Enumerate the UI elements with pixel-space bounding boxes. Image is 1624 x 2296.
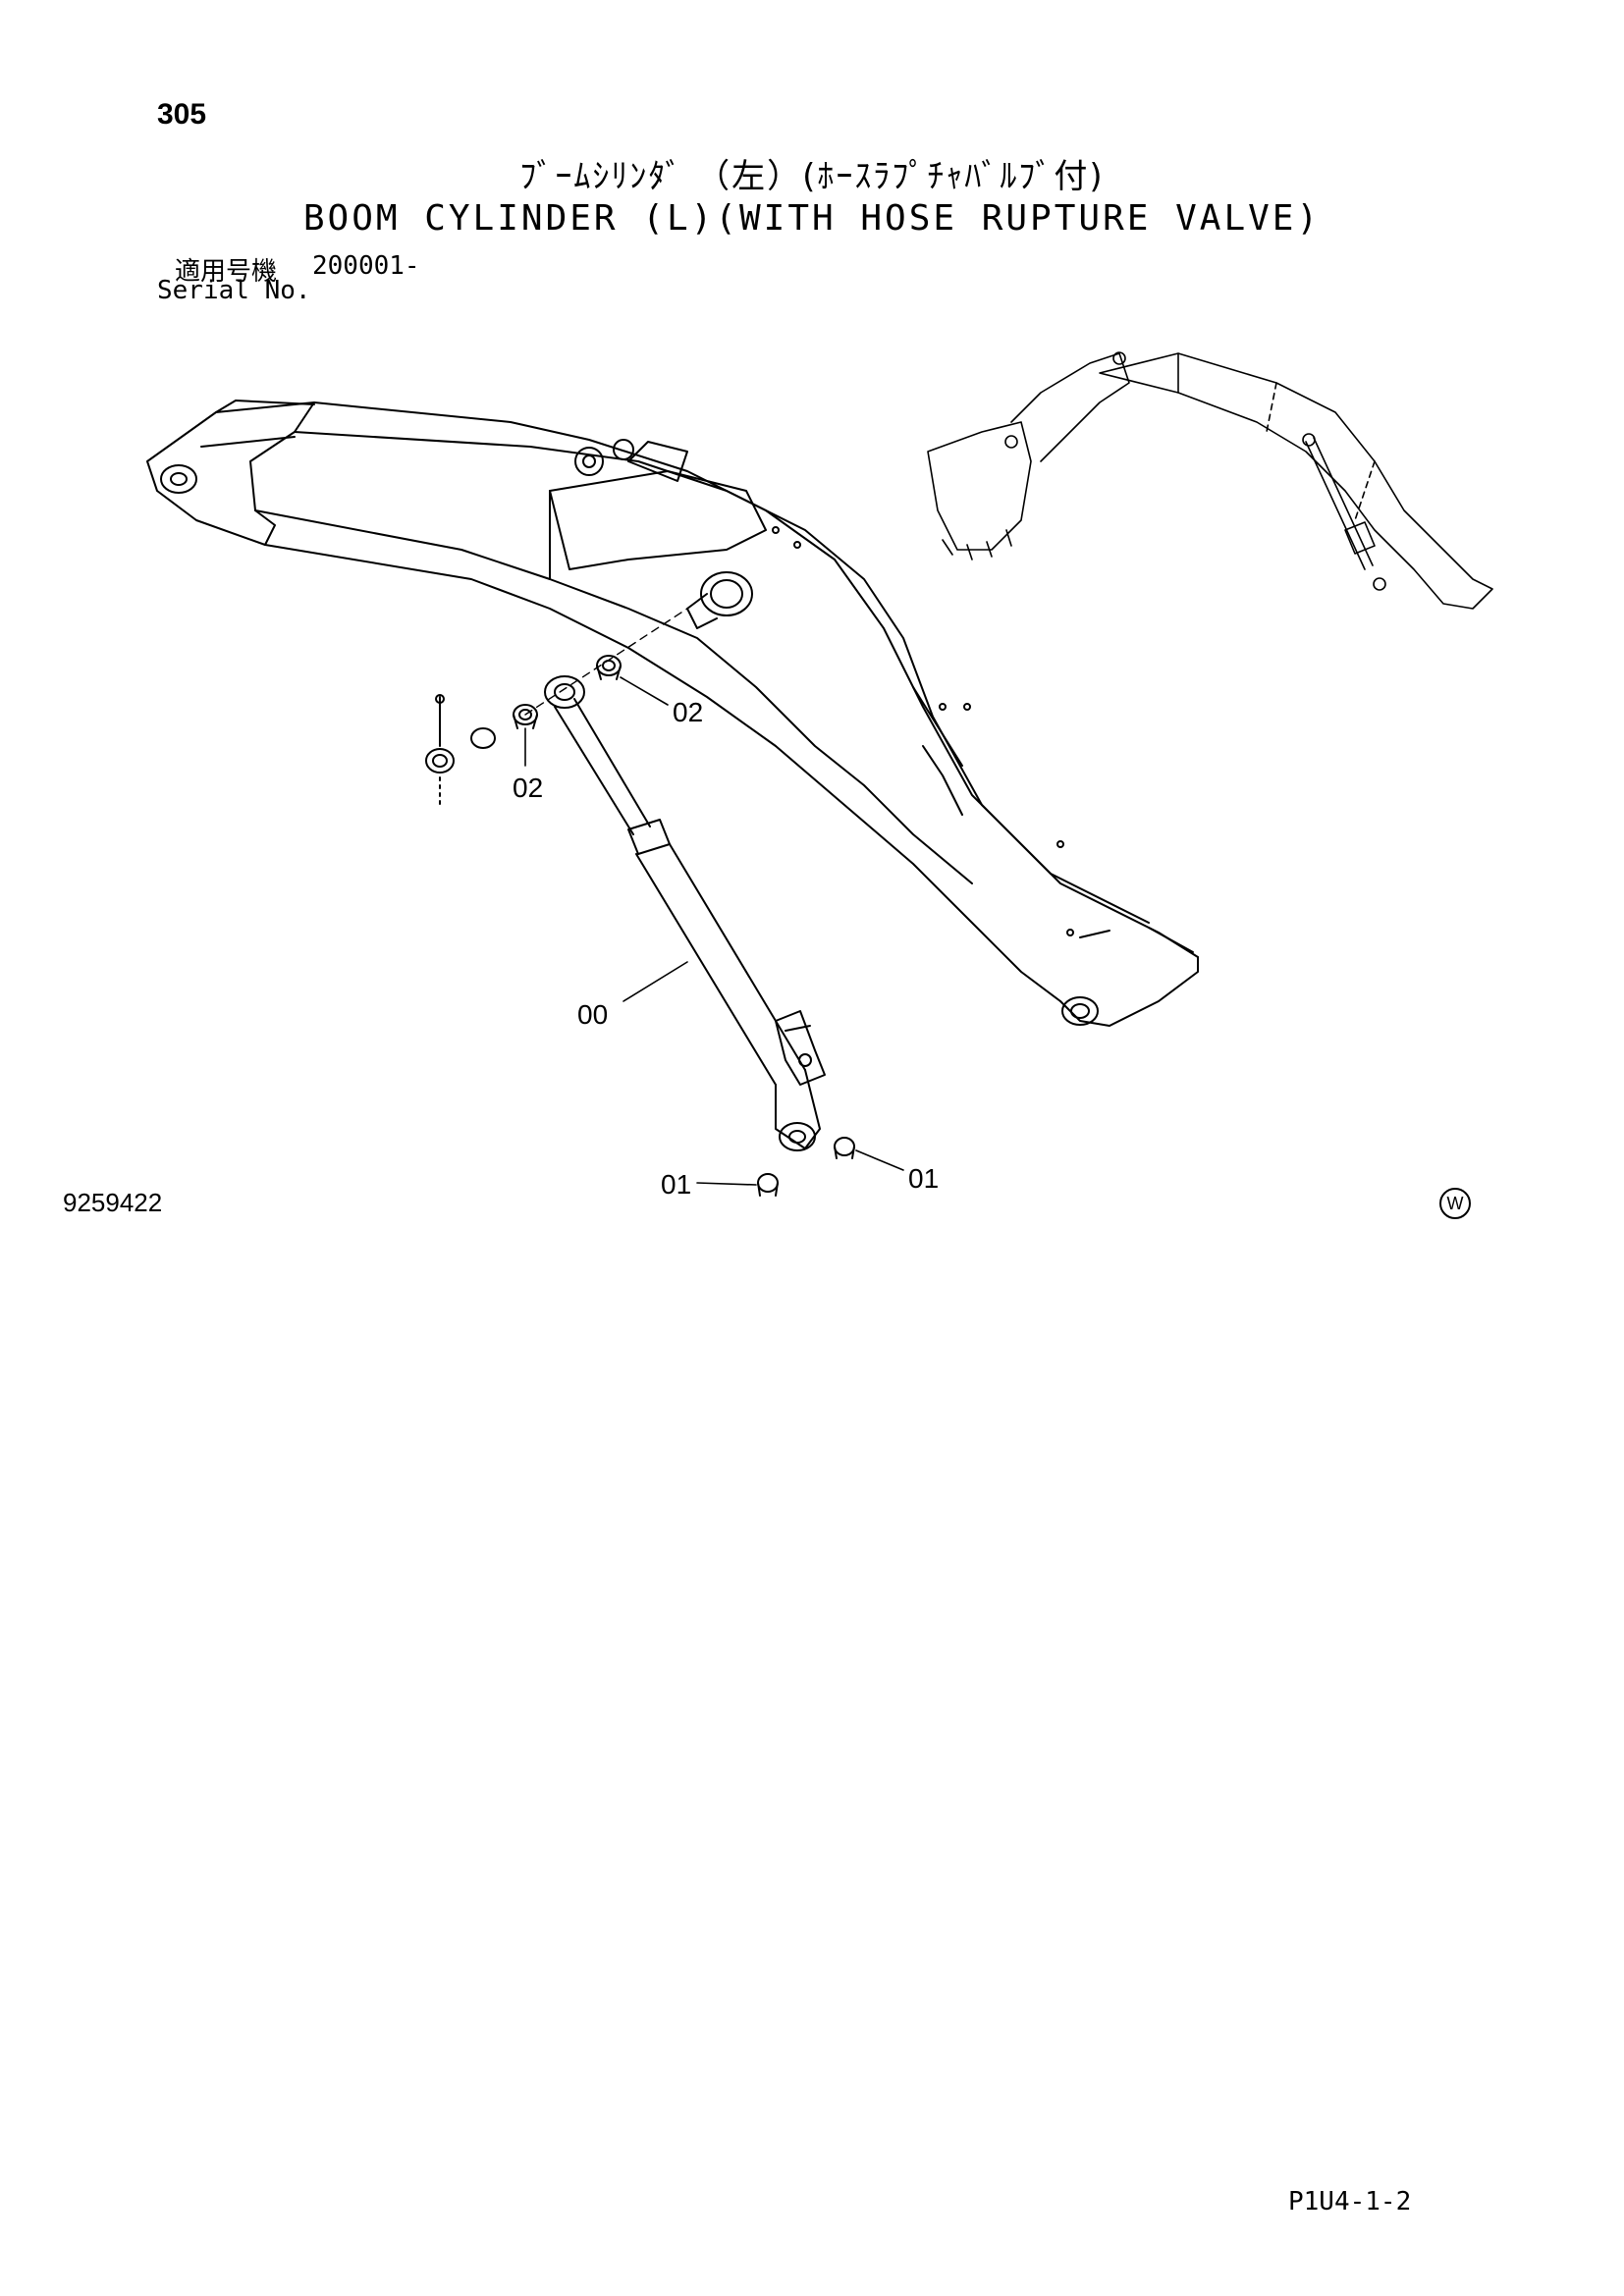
boom-arm: [146, 400, 1199, 1027]
serial-value: 200001-: [312, 251, 420, 281]
boom-cylinder: [544, 675, 826, 1151]
serial-label-en: Serial No.: [157, 276, 311, 305]
serial-label-jp: 適用号機: [175, 257, 278, 287]
callout-01-right: 01: [908, 1163, 939, 1194]
callout-02-upper: 02: [673, 697, 703, 727]
inset-front-attachment: [927, 351, 1493, 610]
callout-02-lower: 02: [513, 773, 543, 803]
callout-01-left: 01: [661, 1169, 691, 1200]
page-number: 305: [157, 98, 207, 131]
drawing-number: 9259422: [63, 1188, 163, 1217]
w-mark: W: [1439, 1188, 1471, 1219]
leader-lines: [524, 676, 904, 1186]
callout-00: 00: [577, 999, 608, 1030]
title-english: BOOM CYLINDER (L)(WITH HOSE RUPTURE VALV…: [302, 198, 1322, 239]
footer-code: P1U4-1-2: [1288, 2187, 1412, 2216]
bushings: [425, 608, 855, 1197]
title-japanese: ﾌﾞｰﾑｼﾘﾝﾀﾞ （左）(ﾎｰｽﾗﾌﾟﾁｬﾊﾞﾙﾌﾞ付): [519, 157, 1105, 196]
